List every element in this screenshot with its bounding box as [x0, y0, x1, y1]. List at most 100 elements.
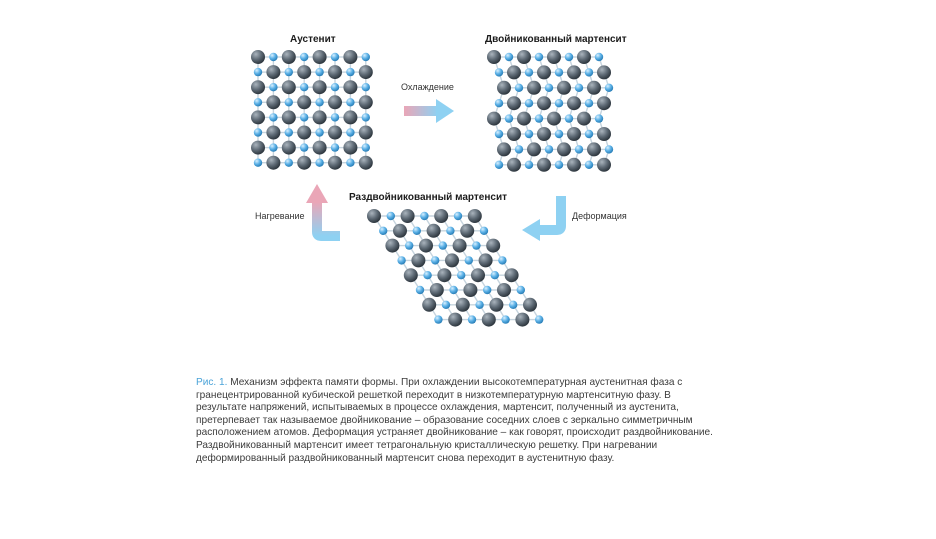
- large-atom: [482, 313, 496, 327]
- large-atom: [537, 65, 551, 79]
- large-atom: [587, 142, 601, 156]
- large-atom: [597, 158, 611, 172]
- small-atom: [515, 84, 523, 92]
- large-atom: [401, 209, 415, 223]
- small-atom: [269, 83, 277, 91]
- small-atom: [515, 145, 523, 153]
- small-atom: [605, 84, 613, 92]
- small-atom: [315, 128, 323, 136]
- large-atom: [437, 268, 451, 282]
- small-atom: [315, 98, 323, 106]
- large-atom: [515, 313, 529, 327]
- small-atom: [423, 271, 431, 279]
- small-atom: [535, 53, 543, 61]
- small-atom: [555, 161, 563, 169]
- large-atom: [367, 209, 381, 223]
- large-atom: [266, 126, 280, 140]
- small-atom: [595, 53, 603, 61]
- small-atom: [585, 68, 593, 76]
- large-atom: [453, 239, 467, 253]
- large-atom: [537, 96, 551, 110]
- small-atom: [535, 114, 543, 122]
- large-atom: [567, 127, 581, 141]
- small-atom: [525, 161, 533, 169]
- small-atom: [595, 114, 603, 122]
- small-atom: [405, 241, 413, 249]
- large-atom: [448, 313, 462, 327]
- small-atom: [269, 53, 277, 61]
- small-atom: [285, 159, 293, 167]
- caption-text: Механизм эффекта памяти формы. При охлаж…: [196, 377, 713, 464]
- small-atom: [431, 256, 439, 264]
- large-atom: [517, 112, 531, 126]
- large-atom: [468, 209, 482, 223]
- small-atom: [495, 68, 503, 76]
- small-atom: [397, 256, 405, 264]
- small-atom: [495, 161, 503, 169]
- large-atom: [251, 50, 265, 64]
- large-atom: [343, 141, 357, 155]
- shape-memory-diagram: [0, 0, 936, 370]
- small-atom: [565, 114, 573, 122]
- large-atom: [328, 126, 342, 140]
- small-atom: [505, 53, 513, 61]
- small-atom: [483, 286, 491, 294]
- small-atom: [254, 128, 262, 136]
- small-atom: [285, 128, 293, 136]
- large-atom: [537, 158, 551, 172]
- heating-label: Нагревание: [255, 211, 305, 221]
- small-atom: [300, 113, 308, 121]
- small-atom: [454, 212, 462, 220]
- small-atom: [416, 286, 424, 294]
- large-atom: [497, 81, 511, 95]
- large-atom: [505, 268, 519, 282]
- small-atom: [362, 143, 370, 151]
- small-atom: [254, 98, 262, 106]
- small-atom: [254, 68, 262, 76]
- large-atom: [282, 110, 296, 124]
- small-atom: [446, 227, 454, 235]
- small-atom: [555, 99, 563, 107]
- large-atom: [328, 65, 342, 79]
- small-atom: [585, 161, 593, 169]
- large-atom: [460, 224, 474, 238]
- small-atom: [472, 241, 480, 249]
- large-atom: [251, 80, 265, 94]
- large-atom: [517, 50, 531, 64]
- large-atom: [282, 141, 296, 155]
- small-atom: [605, 145, 613, 153]
- large-atom: [427, 224, 441, 238]
- small-atom: [555, 130, 563, 138]
- small-atom: [331, 143, 339, 151]
- large-atom: [297, 156, 311, 170]
- small-atom: [480, 227, 488, 235]
- large-atom: [313, 80, 327, 94]
- small-atom: [346, 128, 354, 136]
- heating-arrow: [306, 184, 340, 236]
- large-atom: [297, 95, 311, 109]
- large-atom: [507, 65, 521, 79]
- small-atom: [575, 84, 583, 92]
- large-atom: [479, 253, 493, 267]
- large-atom: [557, 81, 571, 95]
- large-atom: [313, 141, 327, 155]
- large-atom: [557, 142, 571, 156]
- large-atom: [547, 50, 561, 64]
- small-atom: [498, 256, 506, 264]
- large-atom: [313, 50, 327, 64]
- large-atom: [527, 142, 541, 156]
- small-atom: [285, 68, 293, 76]
- large-atom: [385, 239, 399, 253]
- small-atom: [525, 99, 533, 107]
- large-atom: [359, 156, 373, 170]
- austenite-title: Аустенит: [290, 34, 336, 45]
- large-atom: [266, 65, 280, 79]
- small-atom: [346, 98, 354, 106]
- detwinned-martensite-lattice: [367, 209, 543, 327]
- small-atom: [331, 83, 339, 91]
- large-atom: [313, 110, 327, 124]
- small-atom: [387, 212, 395, 220]
- large-atom: [251, 141, 265, 155]
- deformation-arrow: [522, 196, 561, 241]
- large-atom: [266, 156, 280, 170]
